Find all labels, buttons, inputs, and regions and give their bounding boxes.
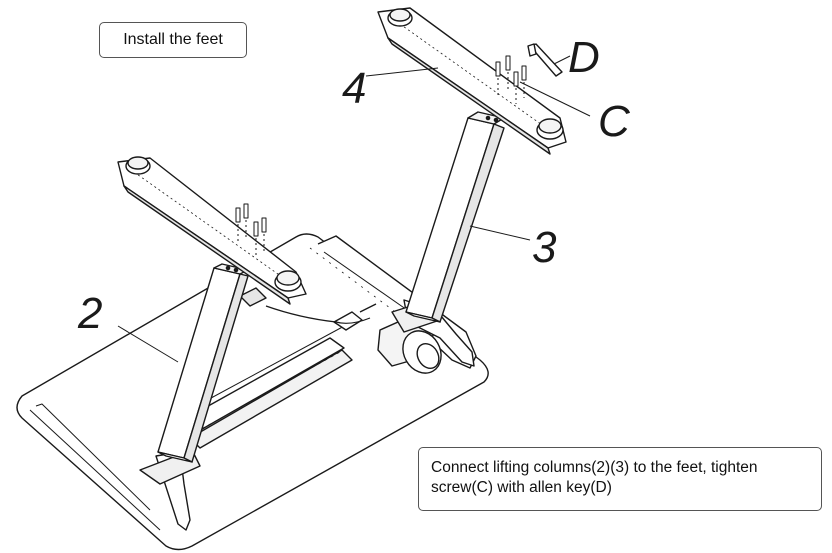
instruction-box: Connect lifting columns(2)(3) to the fee… <box>418 447 822 511</box>
allen-key-d <box>527 43 563 77</box>
instruction-text: Connect lifting columns(2)(3) to the fee… <box>431 459 758 496</box>
leader-lines <box>117 55 591 363</box>
lifting-column-2 <box>157 263 249 463</box>
foot-4-upper <box>377 7 567 155</box>
step-title: Install the feet <box>123 31 223 48</box>
screws-lower <box>235 203 267 258</box>
step-title-box: Install the feet <box>99 22 247 58</box>
callout-column-3: 3 <box>532 223 557 272</box>
callout-column-2: 2 <box>78 289 103 338</box>
callout-allen-key-d: D <box>568 33 600 82</box>
callout-screw-c: C <box>598 97 630 146</box>
screws-c-upper <box>495 55 527 104</box>
callout-foot-4: 4 <box>342 64 367 113</box>
lifting-column-3 <box>405 111 505 323</box>
foot-left-upper <box>117 156 307 305</box>
